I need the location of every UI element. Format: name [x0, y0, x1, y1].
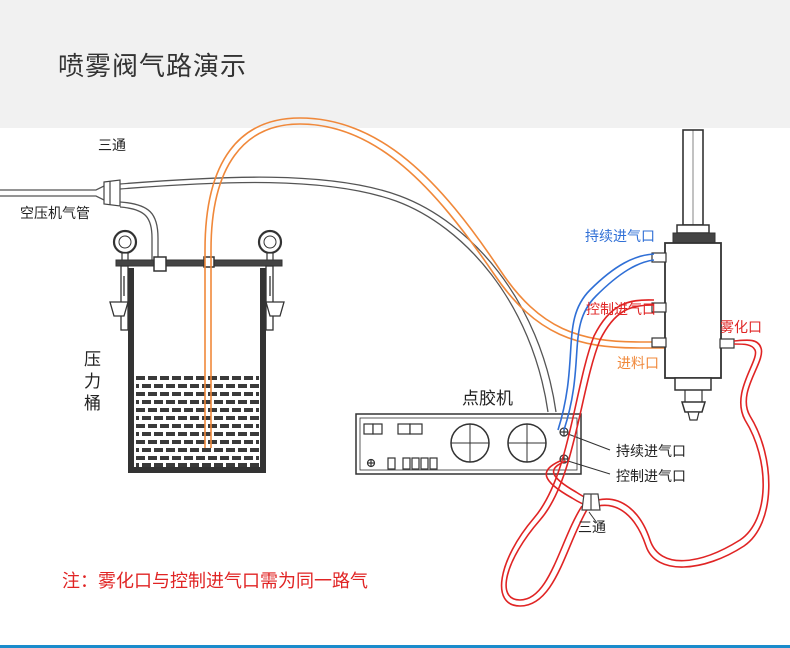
label-tank-3: 桶	[84, 394, 101, 414]
diagram-labels: 三通 空压机气管 压 力 桶 点胶机 持续进气口 控制进气口 进料口 雾化口 持…	[20, 138, 762, 592]
tee-top-connector	[103, 179, 121, 207]
tee-bottom-connector	[581, 493, 601, 511]
air-pipe-to-dispenser	[119, 176, 557, 413]
tank-liquid	[136, 376, 259, 467]
spray-valve	[651, 129, 735, 421]
bottom-rule	[0, 645, 790, 648]
continuous-air-hose-blue	[557, 253, 655, 431]
header-bar: 喷雾阀气路演示	[0, 0, 790, 128]
label-valve-atomize-port: 雾化口	[720, 320, 762, 336]
label-dispenser: 点胶机	[462, 389, 513, 409]
pressure-gauge-left-icon	[112, 229, 138, 262]
compressor-air-pipe	[0, 183, 120, 203]
note-text: 注：雾化口与控制进气口需为同一路气	[62, 571, 368, 592]
label-tee-bottom: 三通	[578, 520, 606, 536]
page-title: 喷雾阀气路演示	[58, 52, 248, 82]
dispenser-gauge-right-icon	[507, 423, 547, 463]
dispenser-gauge-left-icon	[450, 423, 490, 463]
label-valve-control-inlet: 控制进气口	[586, 302, 656, 318]
label-air-pipe: 空压机气管	[20, 206, 90, 222]
material-hose-orange	[204, 117, 664, 448]
label-dispenser-continuous-inlet: 持续进气口	[616, 443, 686, 460]
air-pipe-to-tank	[119, 201, 159, 262]
label-valve-continuous-inlet: 持续进气口	[585, 228, 655, 245]
label-tank-1: 压	[84, 350, 101, 370]
pressure-gauge-right-icon	[257, 229, 283, 262]
label-tank-2: 力	[84, 372, 101, 392]
label-dispenser-control-inlet: 控制进气口	[616, 469, 686, 485]
pressure-tank	[109, 229, 285, 473]
label-tee-top: 三通	[98, 138, 126, 154]
label-valve-material-inlet: 进料口	[617, 356, 659, 372]
